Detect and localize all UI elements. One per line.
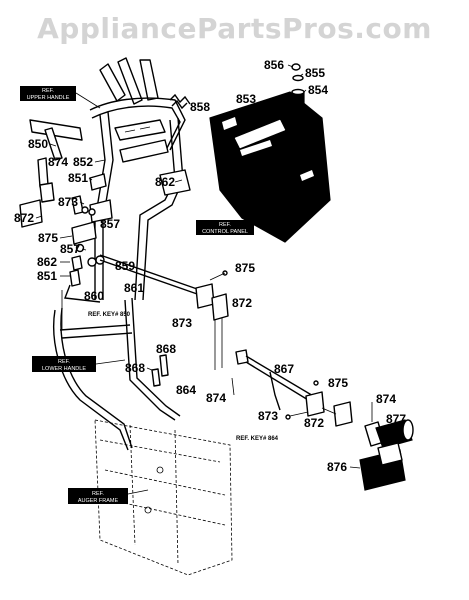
part-861: 861 xyxy=(124,281,144,295)
control-panel-part xyxy=(209,91,331,243)
part-862-left: 862 xyxy=(37,255,57,269)
part-862-top: 862 xyxy=(155,175,175,189)
knob-assembly xyxy=(291,63,305,115)
control-assembly-877 xyxy=(364,402,414,449)
watermark: AppliancePartsPros.com xyxy=(37,12,432,45)
part-868-top: 868 xyxy=(156,342,176,356)
part-875-right: 875 xyxy=(328,376,348,390)
part-857-top: 857 xyxy=(100,217,120,231)
part-872-left: 872 xyxy=(14,211,34,225)
ref-auger-frame-line1: REF. xyxy=(92,491,104,497)
part-854: 854 xyxy=(308,83,328,97)
part-868-left: 868 xyxy=(125,361,145,375)
left-linkage xyxy=(19,157,201,330)
ref-auger-frame-box: REF. AUGER FRAME xyxy=(68,488,149,504)
lower-handle xyxy=(53,297,181,451)
upper-handle xyxy=(29,57,191,301)
ref-key-864: REF. KEY# 864 xyxy=(236,436,279,442)
part-872-mid: 872 xyxy=(232,296,252,310)
part-873-mid: 873 xyxy=(172,316,192,330)
ref-control-panel-line1: REF. xyxy=(219,222,231,228)
part-853: 853 xyxy=(236,92,256,106)
ref-control-panel-line2: CONTROL PANEL xyxy=(202,229,248,235)
part-873-left: 873 xyxy=(58,195,78,209)
part-856: 856 xyxy=(264,58,284,72)
part-860: 860 xyxy=(84,289,104,303)
part-852: 852 xyxy=(73,155,93,169)
part-875-mid: 875 xyxy=(235,261,255,275)
part-874-mid: 874 xyxy=(206,391,226,405)
ref-upper-handle-box: REF. UPPER HANDLE xyxy=(20,86,101,109)
base-876 xyxy=(359,442,406,491)
part-858: 858 xyxy=(190,100,210,114)
ref-upper-handle-line2: UPPER HANDLE xyxy=(27,95,70,101)
ref-key-850: REF. KEY# 850 xyxy=(88,312,131,318)
ref-lower-handle-line2: LOWER HANDLE xyxy=(42,366,86,372)
part-877: 877 xyxy=(386,412,406,426)
part-859: 859 xyxy=(115,259,135,273)
ref-lower-handle-box: REF. LOWER HANDLE xyxy=(32,356,126,372)
part-855: 855 xyxy=(305,66,325,80)
part-873-right: 873 xyxy=(258,409,278,423)
part-875-left: 875 xyxy=(38,231,58,245)
part-850: 850 xyxy=(28,137,48,151)
part-876: 876 xyxy=(327,460,347,474)
lever-868 xyxy=(151,354,169,387)
ref-upper-handle-line1: REF. xyxy=(42,88,54,94)
part-872-right: 872 xyxy=(304,416,324,430)
middle-connector xyxy=(195,270,229,370)
right-linkage-867 xyxy=(231,349,353,427)
part-857-mid: 857 xyxy=(60,242,80,256)
part-851-left: 851 xyxy=(37,269,57,283)
part-labels: 856 855 854 853 858 850 874 852 851 862 … xyxy=(14,58,406,474)
part-867: 867 xyxy=(274,362,294,376)
ref-auger-frame-line2: AUGER FRAME xyxy=(78,498,119,504)
spring-clip-858 xyxy=(169,93,191,110)
ref-control-panel-box: REF. CONTROL PANEL xyxy=(196,209,276,235)
part-864: 864 xyxy=(176,383,196,397)
part-851-top: 851 xyxy=(68,171,88,185)
part-874-right: 874 xyxy=(376,392,396,406)
part-874-left: 874 xyxy=(48,155,68,169)
ref-lower-handle-line1: REF. xyxy=(58,359,70,365)
